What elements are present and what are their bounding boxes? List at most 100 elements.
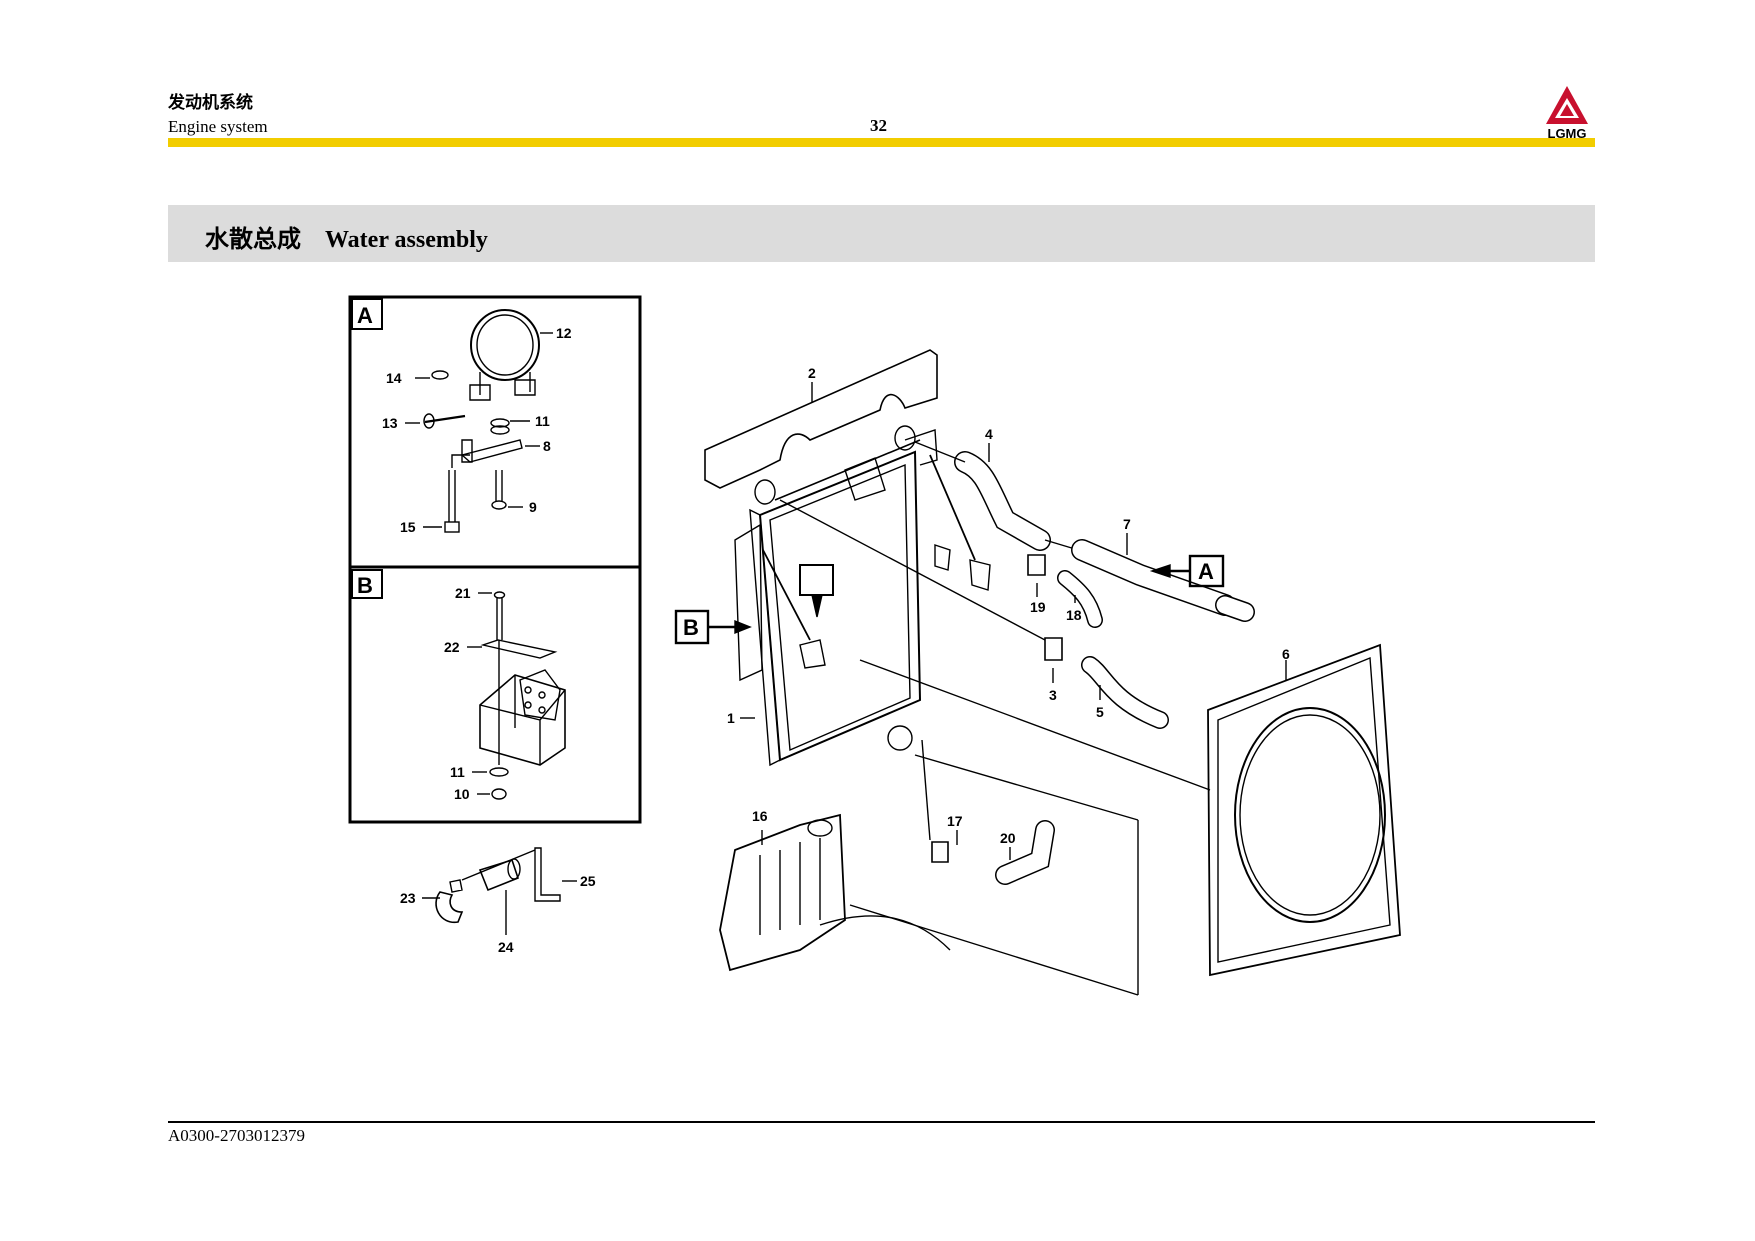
part-label: 18 [1066, 607, 1082, 623]
top-plate-2 [704, 349, 938, 489]
part-label: 19 [1030, 599, 1046, 615]
part-label: 22 [444, 639, 460, 655]
detail-a-label: A [357, 303, 373, 328]
title-en: Water assembly [325, 227, 488, 253]
page-number: 32 [870, 116, 887, 135]
section-title-en: Engine system [168, 117, 268, 136]
part-label: 21 [455, 585, 471, 601]
stay-bracket-right [969, 559, 991, 591]
part-label: 10 [454, 786, 470, 802]
part-label: 24 [498, 939, 514, 955]
radiator-side [749, 508, 781, 767]
radiator-core-inner [769, 463, 911, 752]
bolt-15 [448, 470, 456, 522]
fan-shroud-inner [1217, 656, 1391, 963]
part-label: 13 [382, 415, 398, 431]
rubber-mount-edges [479, 675, 566, 765]
part-label: 2 [808, 365, 816, 381]
part-label: 3 [1049, 687, 1057, 703]
washer-14 [431, 370, 449, 380]
part-label: 25 [580, 873, 596, 889]
tank-hose [819, 915, 951, 951]
part-label: 8 [543, 438, 551, 454]
fan-ring [1234, 707, 1386, 923]
radiator-top-tank [904, 429, 938, 466]
part-label: 14 [386, 370, 402, 386]
tank-cap [807, 819, 833, 837]
clamp-legs [479, 372, 531, 395]
top-bracket [844, 457, 886, 501]
bolt-15-head [444, 521, 460, 533]
expansion-tank-16 [719, 813, 846, 972]
title-cn: 水散总成 [205, 227, 301, 253]
bushing-24-end [507, 858, 521, 880]
bolt-9-head [491, 500, 507, 510]
clamp-17 [931, 841, 949, 863]
part-label: 16 [752, 808, 768, 824]
stay-rod-right [929, 454, 976, 561]
document-code: A0300-2703012379 [168, 1126, 305, 1145]
fan-shroud-6 [1207, 643, 1401, 977]
clamp-ring [470, 309, 540, 381]
blank-callout-arrow [811, 594, 823, 618]
bolt-15-guide [451, 454, 470, 468]
washer-11b [490, 425, 510, 435]
part-label: 5 [1096, 704, 1104, 720]
clamp-ring-inner [476, 314, 534, 376]
clamp-3 [1044, 637, 1063, 661]
title-band [168, 205, 1595, 262]
bolt-21 [496, 597, 503, 640]
page-title: 水散总成 Water assembly [205, 219, 488, 254]
blank-callout-box [799, 564, 834, 596]
bracket-8 [460, 439, 523, 463]
side-mount [934, 544, 951, 571]
stay-rod-left [762, 549, 811, 641]
strap-23-tab [449, 879, 463, 893]
detail-a-box [348, 295, 642, 569]
top-inlet [754, 479, 776, 505]
bracket-25 [534, 847, 561, 902]
fan-ring-inner [1239, 714, 1381, 916]
side-bracket-b [734, 523, 763, 682]
part-label: 20 [1000, 830, 1016, 846]
clamp-tab-left [469, 384, 491, 401]
part-label: 7 [1123, 516, 1131, 532]
bottom-outlet [887, 725, 913, 751]
part-label: 17 [947, 813, 963, 829]
tank-ribs [759, 838, 821, 935]
part-label: 23 [400, 890, 416, 906]
section-title-cn: 发动机系统 [168, 93, 253, 112]
washer-11 [490, 418, 510, 428]
detail-b-box [348, 565, 642, 824]
callout-b-label: B [683, 615, 699, 640]
stay-bracket-left [799, 639, 826, 669]
radiator-core [758, 450, 922, 762]
part-label: 11 [535, 413, 550, 429]
part-label: 11 [450, 764, 465, 780]
footer-rule [168, 1121, 1595, 1123]
nut-10 [491, 788, 507, 800]
strap-23 [435, 891, 464, 923]
bolt-21-head [493, 591, 506, 599]
part-label: 12 [556, 325, 572, 341]
bolt-13 [424, 414, 466, 424]
plate-22 [480, 639, 558, 659]
bolt-9 [495, 470, 503, 502]
part-label: 1 [727, 710, 735, 726]
detail-b-tag [351, 569, 383, 599]
part-label: 4 [985, 426, 993, 442]
top-outlet [894, 425, 916, 451]
parts-diagram: A 12 14 13 11 8 9 15 B [340, 290, 1420, 1010]
header-accent-bar [168, 138, 1595, 147]
detail-a-tag [351, 298, 383, 330]
clamp-tab-right [514, 379, 536, 396]
part-label: 15 [400, 519, 416, 535]
logo-text: LGMG [1548, 126, 1587, 140]
part-label: 9 [529, 499, 537, 515]
part-label: 6 [1282, 646, 1290, 662]
detail-b-label: B [357, 573, 373, 598]
bolt-13-head [423, 413, 435, 429]
washer-11-b [489, 767, 509, 777]
callout-a-label: A [1198, 559, 1214, 584]
clamp-19 [1027, 554, 1046, 576]
